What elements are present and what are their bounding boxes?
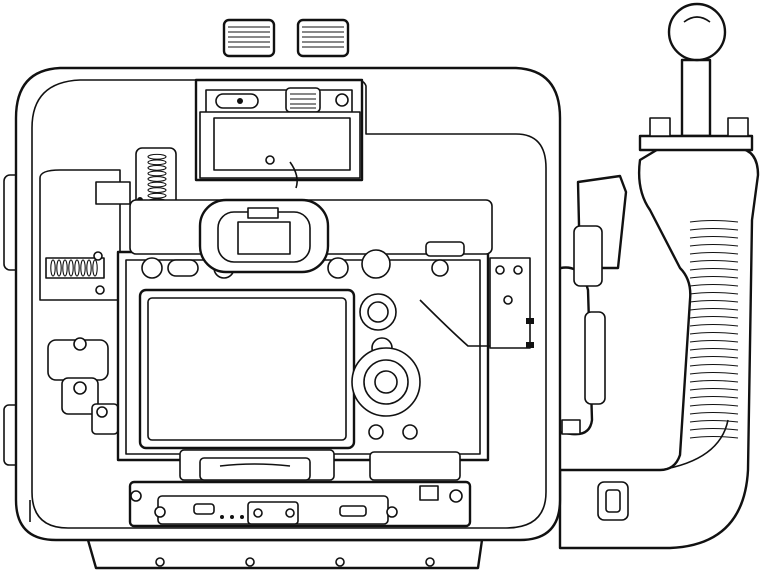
- grip-ridge: [689, 371, 739, 375]
- grip-ridge: [689, 227, 739, 231]
- spring-coil: [147, 153, 167, 160]
- spring-coil: [50, 259, 56, 277]
- camera-right-controls: [351, 257, 534, 440]
- spring-coil: [62, 259, 68, 277]
- spring-coil: [147, 176, 167, 182]
- grip-ridge: [689, 267, 739, 271]
- grip-ridge: [689, 307, 739, 311]
- grip-ridge: [689, 315, 739, 319]
- grip-ridges: [689, 219, 739, 439]
- spring-coil: [147, 159, 167, 166]
- spring-coil: [56, 259, 62, 277]
- spring-coil: [74, 259, 80, 277]
- spring-coil: [92, 259, 98, 277]
- grip-ridge: [689, 283, 739, 287]
- grip-ridge: [689, 355, 739, 359]
- grip-ridge: [689, 251, 739, 255]
- spring-coil: [80, 259, 86, 277]
- spring-coil: [147, 192, 167, 199]
- spring-coil: [147, 187, 167, 194]
- grip-ridge: [689, 435, 739, 439]
- grip-ridge: [689, 379, 739, 383]
- spring-coil: [147, 170, 167, 177]
- grip-ridge: [689, 331, 739, 335]
- grip-ridge: [689, 259, 739, 263]
- grip-ridge: [689, 299, 739, 303]
- grip-ridge: [689, 219, 739, 223]
- right-side-levers: [552, 225, 606, 436]
- base-plate: [86, 538, 484, 570]
- grip-ridge: [689, 387, 739, 391]
- grip-ridge: [689, 323, 739, 327]
- viewfinder-eyecup: [198, 198, 330, 274]
- top-dials: [222, 18, 350, 58]
- grip-ridge: [689, 427, 739, 431]
- grip-ridge: [689, 243, 739, 247]
- spring-coil: [147, 164, 167, 171]
- grip-ridge: [689, 411, 739, 415]
- grip-ridge: [689, 363, 739, 367]
- top-housing-block: [194, 78, 364, 189]
- grip-ridge: [689, 339, 739, 343]
- spring-coil: [147, 181, 167, 188]
- bottom-plate: [128, 449, 472, 528]
- grip-ridge: [689, 347, 739, 351]
- spring-coil: [68, 259, 74, 277]
- grip-ridge: [689, 403, 739, 407]
- grip-ridge: [689, 275, 739, 279]
- grip-ridge: [689, 419, 739, 423]
- spring-coil: [86, 259, 92, 277]
- lcd-screen: [138, 288, 356, 450]
- grip-ridge: [689, 395, 739, 399]
- grip-ridge: [689, 235, 739, 239]
- ball-mount: [638, 2, 754, 152]
- left-mechanisms: [39, 147, 177, 435]
- grip-ridge: [689, 291, 739, 295]
